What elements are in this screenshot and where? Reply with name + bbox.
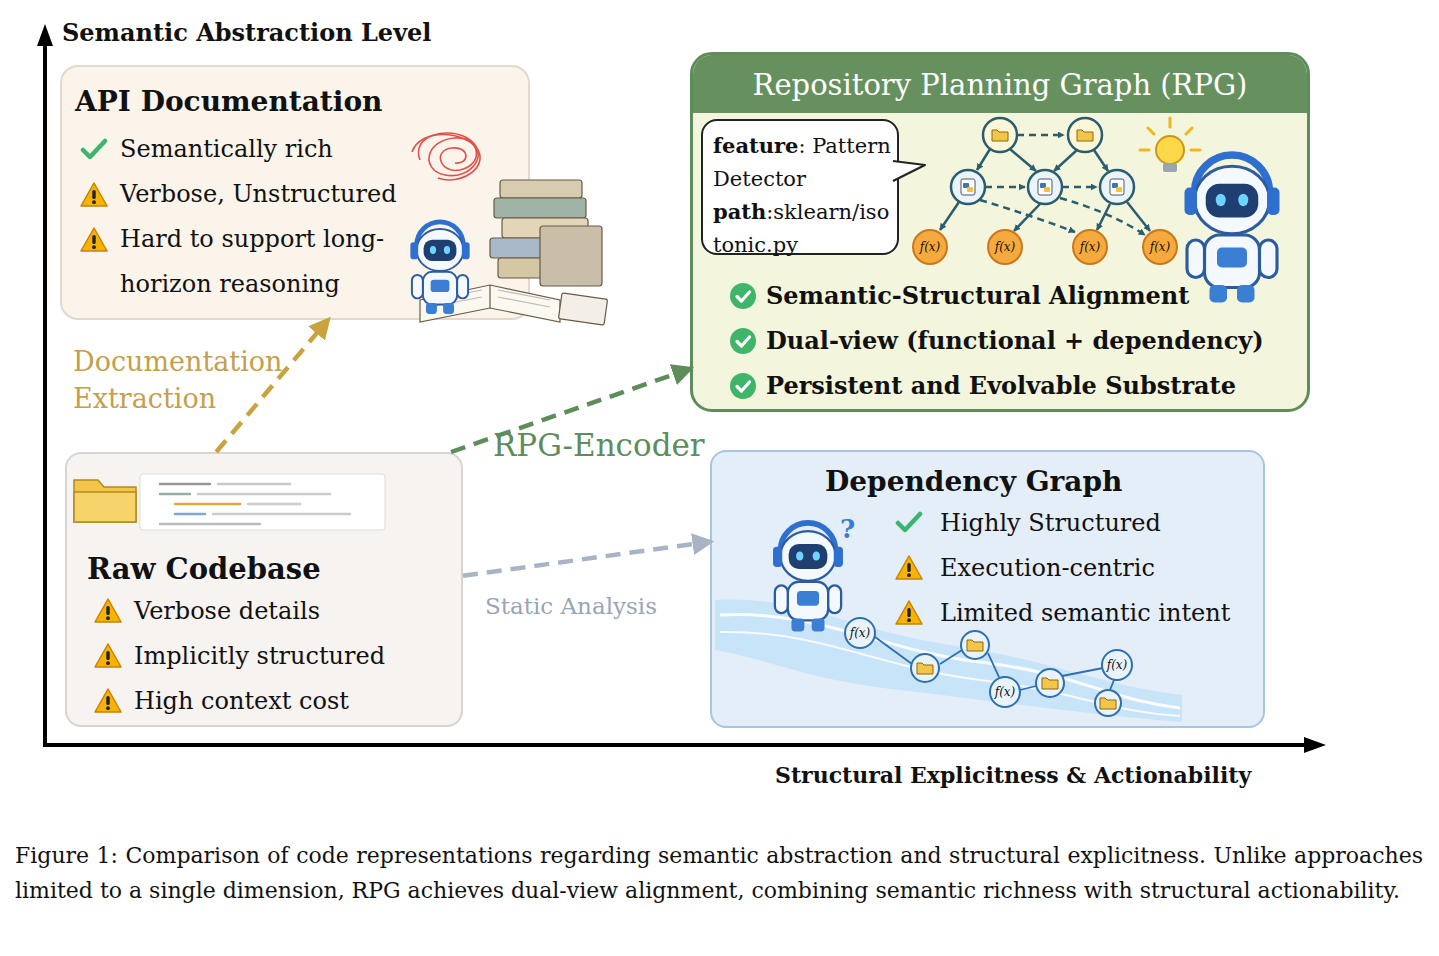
warning-icon bbox=[80, 226, 108, 254]
edge-label: RPG-Encoder bbox=[493, 425, 753, 465]
feature-item: Dual-view (functional + dependency) bbox=[766, 321, 1306, 361]
box-title: Raw Codebase bbox=[87, 549, 447, 589]
function-mark: f(x) bbox=[840, 625, 880, 641]
field-key: path bbox=[713, 199, 766, 224]
edge-label: Static Analysis bbox=[485, 590, 745, 622]
con-item: Execution-centric bbox=[940, 548, 1260, 588]
box-title: Repository Planning Graph (RPG) bbox=[693, 65, 1307, 105]
figure-caption: Figure 1: Comparison of code representat… bbox=[15, 838, 1423, 908]
dashed-arrow bbox=[216, 320, 328, 452]
box-title: Dependency Graph bbox=[825, 462, 1245, 502]
check-icon bbox=[80, 136, 108, 164]
pro-item: Highly Structured bbox=[940, 503, 1260, 543]
pro-item: Semantically rich bbox=[120, 127, 520, 172]
api-doc-box: API DocumentationSemantically richVerbos… bbox=[60, 65, 530, 320]
function-mark: f(x) bbox=[1070, 239, 1110, 255]
raw-code-box: Raw CodebaseVerbose detailsImplicitly st… bbox=[65, 452, 463, 727]
warning-icon bbox=[80, 181, 108, 209]
function-mark: f(x) bbox=[1097, 657, 1137, 673]
con-item: Limited semantic intent bbox=[940, 593, 1260, 633]
edge-label: Documentation Extraction bbox=[73, 343, 288, 417]
function-mark: f(x) bbox=[985, 239, 1025, 255]
check-icon bbox=[729, 372, 757, 400]
dashed-arrow bbox=[463, 542, 710, 576]
check-icon bbox=[729, 327, 757, 355]
warning-icon bbox=[94, 642, 122, 670]
feature-item: Semantic-Structural Alignment bbox=[766, 276, 1306, 316]
warning-icon bbox=[94, 597, 122, 625]
axes bbox=[37, 24, 1326, 753]
con-item: Implicitly structured bbox=[134, 636, 454, 676]
axis-label: Semantic Abstraction Level bbox=[62, 18, 431, 47]
warning-icon bbox=[895, 554, 923, 582]
bubble-tail bbox=[893, 159, 927, 189]
warning-icon bbox=[895, 599, 923, 627]
function-mark: f(x) bbox=[1140, 239, 1180, 255]
con-item: High context cost bbox=[134, 681, 454, 721]
callout-line: feature: Pattern Detector bbox=[713, 129, 891, 196]
con-item: Verbose, Unstructured bbox=[120, 172, 520, 217]
rpg-box: Repository Planning Graph (RPG) Semantic-… bbox=[690, 52, 1310, 412]
callout-line: path:sklearn/isotonic.py bbox=[713, 195, 891, 262]
feature-item: Persistent and Evolvable Substrate bbox=[766, 366, 1306, 406]
question-mark: ? bbox=[840, 514, 855, 544]
warning-icon bbox=[94, 687, 122, 715]
function-mark: f(x) bbox=[910, 239, 950, 255]
box-title: API Documentation bbox=[75, 82, 515, 122]
callout-bubble: feature: Pattern Detectorpath:sklearn/is… bbox=[701, 119, 899, 255]
check-icon bbox=[895, 509, 923, 537]
field-key: feature bbox=[713, 133, 798, 158]
check-icon bbox=[729, 282, 757, 310]
con-item: Hard to support long-horizon reasoning bbox=[120, 217, 420, 307]
axis-label: Structural Explicitness & Actionability bbox=[775, 762, 1251, 788]
con-item: Verbose details bbox=[134, 591, 454, 631]
function-mark: f(x) bbox=[985, 684, 1025, 700]
dependency-graph-box: Dependency GraphHighly StructuredExecuti… bbox=[710, 450, 1265, 728]
